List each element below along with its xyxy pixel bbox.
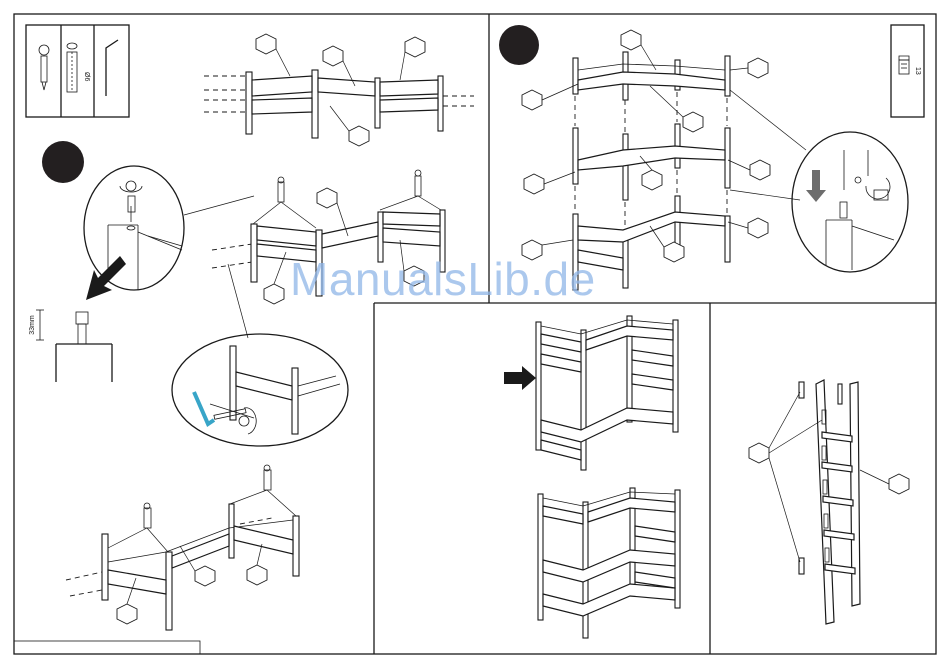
- screw-size-label: 13: [914, 67, 921, 75]
- screw-box: 13: [891, 25, 924, 117]
- allen-key-icon: [106, 40, 118, 96]
- bolt-height-label: 33mm: [29, 315, 36, 335]
- bunk-exploded-view: [522, 30, 806, 290]
- allen-key-icon: [194, 392, 214, 424]
- bolt-height-diagram: 33mm: [29, 310, 112, 382]
- dowel-icon: Ø6: [67, 43, 90, 92]
- assembled-bunk-bottom-view: [538, 488, 680, 638]
- step-badge-1: [42, 141, 84, 183]
- step-badge-2: [499, 25, 539, 65]
- rotate-arrow-icon: [866, 178, 890, 199]
- headboard-rail-assembly: [204, 34, 474, 146]
- part-label-hex: [405, 37, 425, 57]
- side-frame-assembly: [212, 170, 445, 338]
- bolt-icon: [39, 45, 49, 90]
- part-label-hex: [256, 34, 276, 54]
- screw-detail-magnifier: [792, 132, 908, 272]
- panel-grid: [14, 14, 936, 654]
- allen-key-detail-magnifier: [172, 334, 348, 446]
- pointer-arrow-icon: [504, 366, 536, 390]
- ladder-assembly: [749, 380, 909, 624]
- part-label-hex: [323, 46, 343, 66]
- hardware-box: Ø6: [26, 25, 129, 117]
- assembled-bunk-top-view: [504, 316, 678, 470]
- down-arrow-icon: [806, 170, 826, 202]
- bottom-frame-assembly: [66, 465, 299, 630]
- dowel-size-label: Ø6: [83, 72, 90, 81]
- footer-tab: [14, 641, 200, 654]
- part-label-hex: [349, 126, 369, 146]
- screw-icon: [899, 56, 909, 74]
